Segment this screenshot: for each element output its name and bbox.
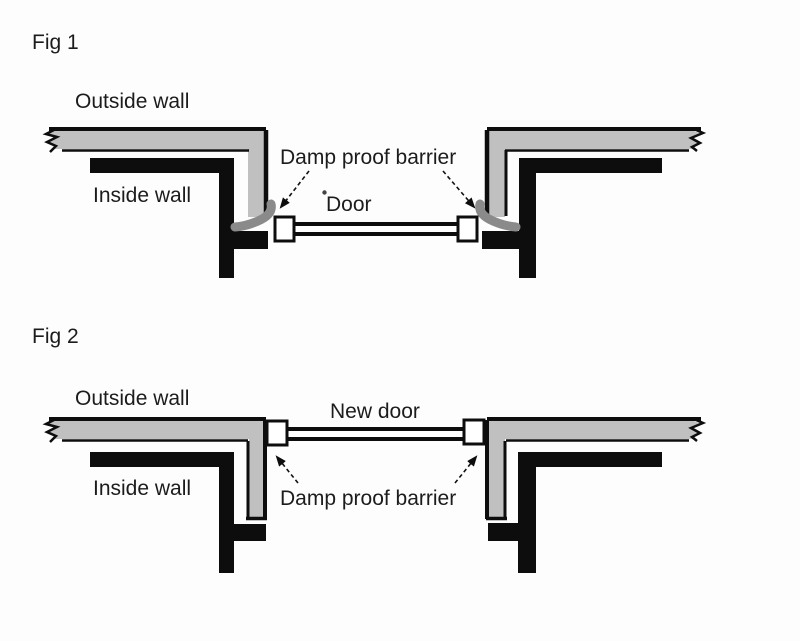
fig2-threshold-right bbox=[488, 523, 518, 541]
fig1-door-frame-left bbox=[273, 215, 296, 243]
fig1-threshold-left bbox=[219, 231, 268, 249]
break-edge-icon bbox=[688, 417, 707, 442]
fig1-inside-wall-right bbox=[482, 158, 662, 278]
fig2-title: Fig 2 bbox=[32, 325, 79, 348]
fig1-door-frame-right bbox=[456, 215, 479, 243]
break-edge-icon bbox=[42, 127, 61, 153]
fig1-outside-wall-label: Outside wall bbox=[75, 90, 190, 113]
arrow-icon bbox=[279, 170, 310, 209]
fig2-inside-wall-right bbox=[488, 452, 662, 573]
fig1-annotation-arrows bbox=[279, 170, 476, 209]
fig1-title: Fig 1 bbox=[32, 31, 79, 54]
fig1-inside-wall-left bbox=[90, 158, 268, 278]
break-edge-icon bbox=[42, 417, 61, 443]
fig2-threshold-left bbox=[234, 524, 266, 541]
fig2-door-frame-right bbox=[462, 418, 486, 446]
fig2-outside-wall-right bbox=[485, 417, 707, 521]
fig1-door bbox=[273, 215, 479, 243]
fig1-threshold-right bbox=[482, 231, 536, 249]
fig2-new-door-label: New door bbox=[330, 400, 420, 423]
fig2-damp-proof-barrier-label: Damp proof barrier bbox=[280, 487, 457, 510]
fig2-inside-wall-label: Inside wall bbox=[93, 477, 192, 500]
fig1-door-label: Door bbox=[326, 193, 372, 216]
stray-dot bbox=[322, 190, 327, 195]
fig2-outside-wall-label: Outside wall bbox=[75, 387, 190, 410]
arrow-icon bbox=[275, 455, 299, 484]
fig1-outside-wall-right bbox=[484, 127, 707, 217]
fig1-damp-proof-barrier-left bbox=[230, 199, 276, 232]
arrow-icon bbox=[454, 455, 478, 484]
fig2-annotation-arrows bbox=[275, 455, 478, 484]
fig2-inside-wall-left bbox=[90, 452, 266, 573]
fig2-door bbox=[265, 418, 486, 447]
fig1-outside-wall-left bbox=[42, 127, 269, 217]
break-edge-icon bbox=[688, 127, 707, 152]
fig1-inside-wall-label: Inside wall bbox=[93, 184, 192, 207]
fig2-outside-wall-left bbox=[42, 417, 267, 521]
fig1-damp-proof-barrier-label: Damp proof barrier bbox=[280, 146, 457, 169]
fig1-damp-proof-barrier-right bbox=[475, 199, 521, 232]
arrow-icon bbox=[442, 170, 476, 209]
fig2-door-frame-left bbox=[265, 419, 289, 447]
